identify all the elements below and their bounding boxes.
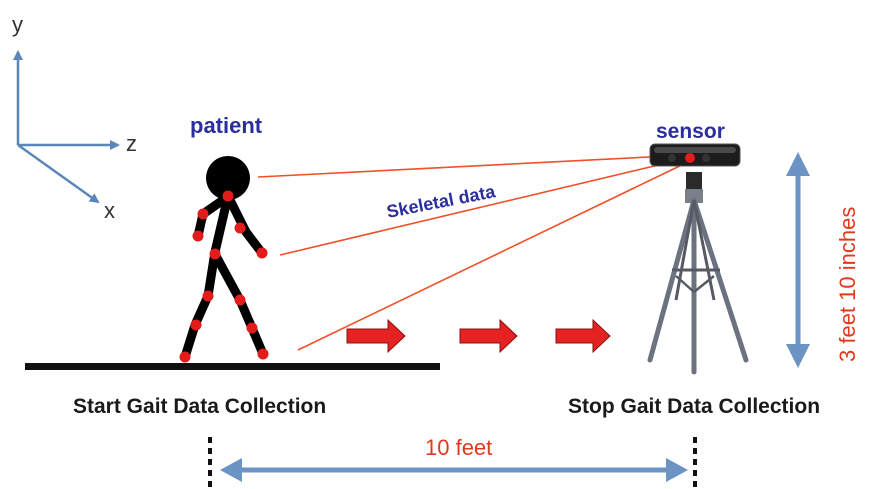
patient-head: [206, 156, 250, 200]
kinect-sensor: [649, 143, 741, 167]
distance-label: 10 feet: [425, 435, 492, 460]
patient-stick-figure: [179, 156, 269, 363]
direction-arrow-3: [555, 318, 611, 354]
ray-torso: [279, 157, 689, 256]
sensor-label: sensor: [656, 120, 725, 143]
patient-label: patient: [190, 113, 263, 138]
skeletal-data-rays: [257, 154, 689, 351]
ray-head: [257, 154, 689, 178]
floor-line: [25, 363, 440, 370]
height-measure-arrow: [786, 152, 810, 368]
ray-feet: [297, 161, 689, 351]
z-axis-label: z: [126, 131, 137, 156]
sensor-tripod: [647, 172, 749, 375]
direction-arrow-2: [459, 318, 518, 354]
x-axis-label: x: [104, 198, 115, 223]
direction-arrow-1: [346, 318, 406, 354]
distance-measure-arrow: [220, 458, 688, 482]
x-axis-arrow: [17, 143, 100, 204]
walking-direction-arrows: [346, 318, 611, 354]
joint-markers: [179, 190, 269, 363]
stop-caption: Stop Gait Data Collection: [568, 395, 820, 418]
coordinate-axes: y z x: [12, 12, 137, 223]
height-label: 3 feet 10 inches: [835, 207, 860, 362]
y-axis-label: y: [12, 12, 23, 37]
skeletal-data-label: Skeletal data: [385, 181, 498, 222]
start-caption: Start Gait Data Collection: [73, 395, 326, 418]
